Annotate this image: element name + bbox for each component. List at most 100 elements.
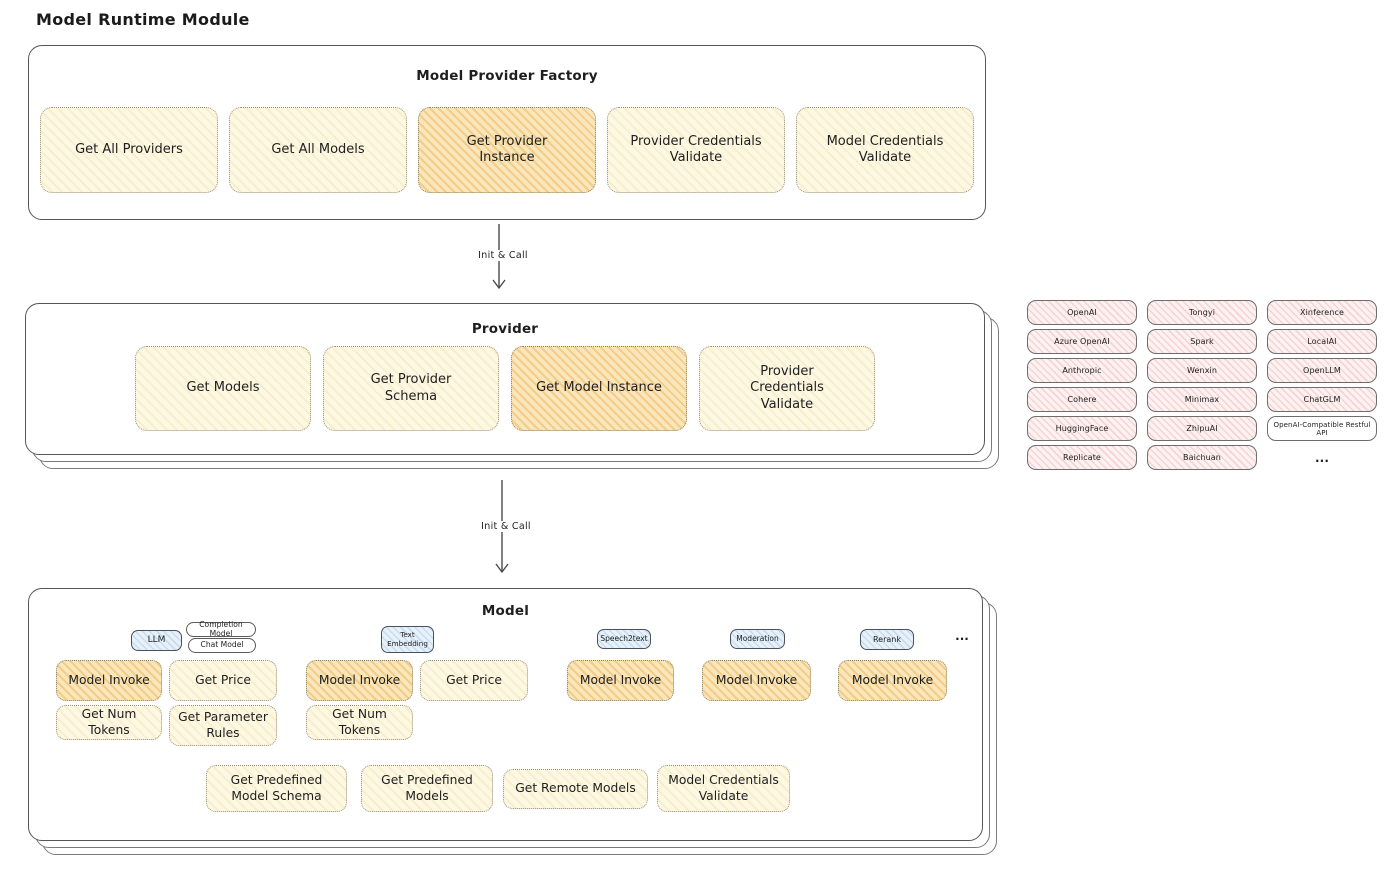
node-label: Model Credentials Validate — [826, 133, 944, 165]
model-box: Model LLM Completion Model Chat Model Te… — [28, 588, 983, 841]
chip-label: Azure OpenAI — [1054, 337, 1110, 346]
chip-label: LocalAI — [1307, 337, 1337, 346]
chip-label: ChatGLM — [1303, 395, 1341, 404]
chip-label: ZhipuAI — [1186, 424, 1218, 433]
chip-label: Xinference — [1300, 308, 1344, 317]
node-get-model-instance: Get Model Instance — [511, 346, 687, 431]
tag-llm: LLM — [131, 630, 182, 651]
provider-chip-huggingface: HuggingFace — [1027, 416, 1137, 441]
node-model-invoke-rerank: Model Invoke — [838, 660, 947, 701]
provider-chip-tongyi: Tongyi — [1147, 300, 1257, 325]
node-model-credentials-validate-2: Model Credentials Validate — [657, 765, 790, 812]
factory-title: Model Provider Factory — [416, 68, 598, 84]
tag-completion-model: Completion Model — [186, 619, 256, 638]
provider-chip-ellipsis: ... — [1267, 445, 1377, 470]
tag-rerank: Rerank — [860, 629, 914, 650]
chip-label: HuggingFace — [1055, 424, 1109, 433]
chip-label: Replicate — [1063, 453, 1101, 462]
tag-label: Completion Model — [199, 619, 243, 638]
node-label: Get Remote Models — [515, 781, 636, 796]
provider-chip-anthropic: Anthropic — [1027, 358, 1137, 383]
node-model-invoke-embedding: Model Invoke — [306, 660, 413, 701]
page-title: Model Runtime Module — [36, 10, 250, 29]
chip-label: Anthropic — [1062, 366, 1102, 375]
node-get-num-tokens-embedding: Get Num Tokens — [306, 705, 413, 740]
provider-chip-azure-openai: Azure OpenAI — [1027, 329, 1137, 354]
provider-box: Provider Get Models Get Provider Schema … — [25, 303, 985, 455]
node-get-predefined-models: Get Predefined Models — [361, 765, 493, 812]
chip-label: Cohere — [1067, 395, 1097, 404]
provider-chip-spark: Spark — [1147, 329, 1257, 354]
node-label: Get Model Instance — [536, 380, 662, 396]
provider-chip-xinference: Xinference — [1267, 300, 1377, 325]
provider-chip-localai: LocalAI — [1267, 329, 1377, 354]
node-get-price-embedding: Get Price — [420, 660, 528, 701]
chip-label: Tongyi — [1188, 308, 1216, 317]
node-get-predefined-model-schema: Get Predefined Model Schema — [206, 765, 347, 812]
provider-chip-chatglm: ChatGLM — [1267, 387, 1377, 412]
chip-label: Minimax — [1184, 395, 1220, 404]
node-label: Model Invoke — [579, 672, 662, 687]
tag-label: Speech2text — [600, 633, 648, 643]
tag-label: Rerank — [872, 634, 901, 644]
node-label: Provider Credentials Validate — [630, 133, 762, 165]
chip-label: Spark — [1190, 337, 1214, 346]
node-get-all-models: Get All Models — [229, 107, 407, 193]
node-label: Get Parameter Rules — [178, 710, 268, 740]
tag-label: Moderation — [736, 633, 779, 643]
chip-label: OpenAI — [1067, 308, 1097, 317]
provider-chip-zhipuai: ZhipuAI — [1147, 416, 1257, 441]
node-label: Model Invoke — [851, 672, 934, 687]
node-label: Get All Models — [271, 141, 365, 157]
node-label: Get Models — [186, 380, 260, 396]
node-get-provider-instance: Get Provider Instance — [418, 107, 596, 193]
node-label: Model Invoke — [68, 672, 150, 687]
node-label: Get Provider Instance — [466, 133, 548, 165]
chip-label: Wenxin — [1186, 366, 1218, 375]
provider-chip-baichuan: Baichuan — [1147, 445, 1257, 470]
provider-chip-openai-compatible: OpenAI-Compatible Restful API — [1267, 416, 1377, 441]
tag-ellipsis: ... — [949, 627, 975, 647]
node-model-invoke-speech2text: Model Invoke — [567, 660, 674, 701]
node-get-models: Get Models — [135, 346, 311, 431]
chip-label: OpenLLM — [1303, 366, 1341, 375]
chip-label: OpenAI-Compatible Restful API — [1273, 420, 1371, 437]
factory-box: Model Provider Factory Get All Providers… — [28, 45, 986, 220]
chip-label: ... — [1315, 450, 1329, 465]
arrow-label-init-call-2: Init & Call — [458, 521, 554, 532]
node-label: Get Num Tokens — [81, 707, 137, 737]
tag-text-embedding: Text Embedding — [381, 626, 434, 653]
chip-label: Baichuan — [1183, 453, 1221, 462]
provider-chip-openllm: OpenLLM — [1267, 358, 1377, 383]
node-model-invoke-llm: Model Invoke — [56, 660, 162, 701]
node-label: Get Price — [195, 672, 251, 687]
node-model-invoke-moderation: Model Invoke — [702, 660, 811, 701]
tag-label: Text Embedding — [387, 630, 428, 648]
node-get-parameter-rules: Get Parameter Rules — [169, 705, 277, 746]
provider-chip-cohere: Cohere — [1027, 387, 1137, 412]
provider-chip-openai: OpenAI — [1027, 300, 1137, 325]
node-get-provider-schema: Get Provider Schema — [323, 346, 499, 431]
tag-label: LLM — [147, 635, 166, 646]
provider-button-row: Get Models Get Provider Schema Get Model… — [26, 346, 984, 431]
node-label: Model Invoke — [715, 672, 798, 687]
node-label: Model Invoke — [318, 672, 401, 687]
node-get-num-tokens-llm: Get Num Tokens — [56, 705, 162, 740]
node-get-remote-models: Get Remote Models — [503, 769, 648, 809]
node-provider-credentials-validate-2: Provider Credentials Validate — [699, 346, 875, 431]
node-label: Model Credentials Validate — [668, 773, 779, 803]
node-label: Get Provider Schema — [370, 372, 452, 404]
node-get-all-providers: Get All Providers — [40, 107, 218, 193]
node-label: Get Price — [446, 672, 502, 687]
provider-chip-grid: OpenAI Tongyi Xinference Azure OpenAI Sp… — [1027, 300, 1377, 470]
arrow-label-init-call-1: Init & Call — [455, 250, 551, 261]
tag-label: Chat Model — [200, 640, 244, 650]
tag-chat-model: Chat Model — [188, 638, 256, 653]
provider-chip-wenxin: Wenxin — [1147, 358, 1257, 383]
model-title: Model — [481, 603, 530, 619]
node-label: Provider Credentials Validate — [750, 364, 824, 412]
node-provider-credentials-validate: Provider Credentials Validate — [607, 107, 785, 193]
tag-moderation: Moderation — [730, 629, 785, 649]
node-label: Get Num Tokens — [332, 707, 387, 737]
